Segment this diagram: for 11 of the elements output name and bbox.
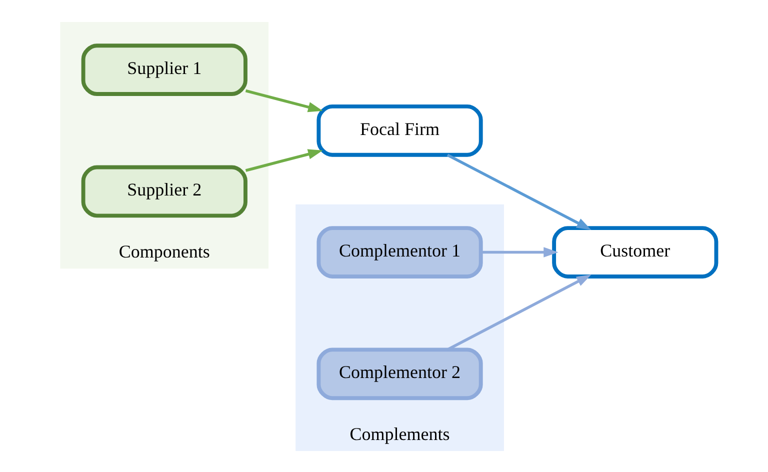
node-box: Customer	[552, 226, 718, 278]
arrow	[481, 246, 558, 257]
node-box: Supplier 2	[81, 164, 248, 218]
node-box: Focal Firm	[316, 104, 483, 156]
arrow	[446, 274, 592, 350]
node-box: Supplier 1	[81, 43, 248, 96]
node-box: Complementor 1	[316, 226, 483, 278]
arrow	[446, 153, 592, 230]
arrow	[245, 148, 323, 172]
node-box: Complementor 2	[316, 347, 483, 400]
arrow	[245, 88, 323, 112]
